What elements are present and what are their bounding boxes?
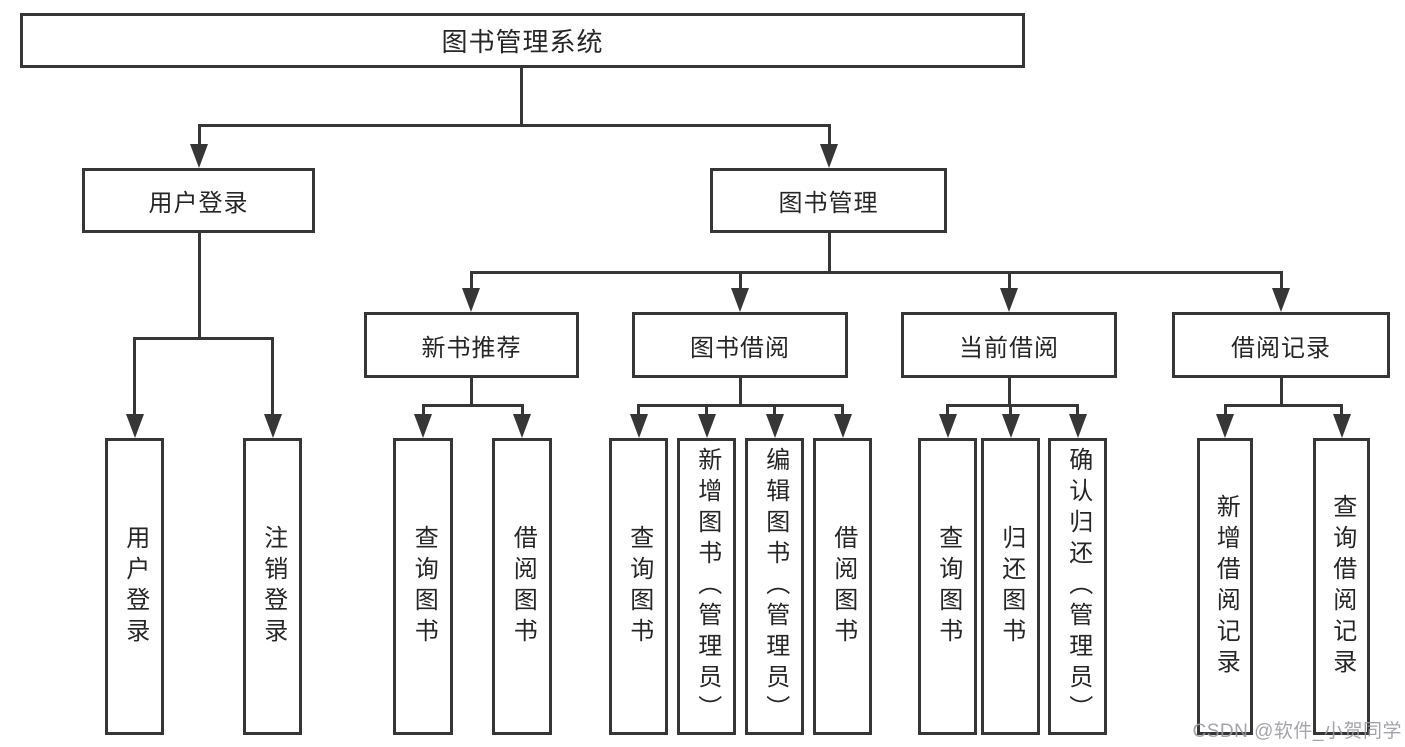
connector xyxy=(469,272,473,290)
node-book-borrowing: 图书借阅 xyxy=(632,312,848,378)
node-label: 新增图书（管理员） xyxy=(693,447,721,726)
arrowhead xyxy=(1001,414,1020,438)
connector xyxy=(827,125,831,145)
arrowhead xyxy=(629,414,648,438)
arrowhead xyxy=(731,288,749,312)
connector xyxy=(421,403,524,407)
leaf-borrow-books-borrow: 借阅图书 xyxy=(813,438,872,735)
node-label: 查询图书 xyxy=(625,524,653,649)
connector xyxy=(197,233,201,339)
node-label: 借阅图书 xyxy=(829,524,857,649)
connector xyxy=(738,272,742,290)
connector xyxy=(520,405,524,416)
connector xyxy=(469,378,473,406)
arrowhead xyxy=(820,144,838,168)
arrowhead xyxy=(765,414,784,438)
connector xyxy=(946,405,949,416)
connector xyxy=(1279,272,1283,290)
node-borrowing-records: 借阅记录 xyxy=(1172,312,1390,378)
arrowhead xyxy=(263,414,282,438)
connector xyxy=(738,378,742,406)
node-label: 当前借阅 xyxy=(959,334,1059,362)
arrowhead xyxy=(125,414,144,438)
connector xyxy=(705,405,708,416)
csdn-watermark: CSDN @软件_小贺同学 xyxy=(1192,721,1402,742)
connector xyxy=(133,336,274,340)
node-user-login: 用户登录 xyxy=(82,168,315,233)
leaf-add-book-admin: 新增图书（管理员） xyxy=(677,438,736,735)
connector xyxy=(271,338,274,416)
leaf-logout-login: 注销登录 xyxy=(243,438,302,735)
node-label: 用户登录 xyxy=(148,190,249,217)
arrowhead xyxy=(1216,414,1234,438)
arrowhead xyxy=(697,414,716,438)
node-label: 图书管理 xyxy=(778,190,879,217)
node-label: 新书推荐 xyxy=(421,334,522,362)
node-label: 查询图书 xyxy=(934,524,962,649)
node-book-management: 图书管理 xyxy=(710,168,947,233)
node-label: 借阅图书 xyxy=(509,524,537,649)
node-label: 确认归还（管理员） xyxy=(1064,447,1092,726)
node-label: 图书借阅 xyxy=(690,334,790,362)
node-library-system: 图书管理系统 xyxy=(20,13,1025,68)
connector xyxy=(1009,405,1012,416)
arrowhead xyxy=(1332,414,1351,438)
leaf-query-books-borrow: 查询图书 xyxy=(609,438,668,735)
connector xyxy=(946,403,1079,407)
leaf-borrow-books-recommend: 借阅图书 xyxy=(492,438,552,735)
node-label: 新增借阅记录 xyxy=(1212,493,1240,680)
node-label: 用户登录 xyxy=(121,524,149,649)
connector xyxy=(1340,405,1343,416)
leaf-user-login: 用户登录 xyxy=(105,438,164,735)
connector xyxy=(773,405,776,416)
connector xyxy=(637,405,640,416)
node-current-borrowing: 当前借阅 xyxy=(901,312,1117,378)
arrowhead xyxy=(1272,288,1290,312)
leaf-return-books: 归还图书 xyxy=(981,438,1040,735)
connector xyxy=(1076,405,1079,416)
connector xyxy=(197,123,831,127)
connector xyxy=(841,405,844,416)
connector xyxy=(1007,272,1011,290)
node-label: 编辑图书（管理员） xyxy=(761,447,789,726)
leaf-add-borrow-record: 新增借阅记录 xyxy=(1197,438,1253,735)
arrowhead xyxy=(414,414,432,438)
leaf-confirm-return-admin: 确认归还（管理员） xyxy=(1048,438,1107,735)
connector xyxy=(1279,378,1283,406)
connector xyxy=(1223,405,1227,416)
leaf-query-books-recommend: 查询图书 xyxy=(393,438,453,735)
node-label: 注销登录 xyxy=(259,524,287,649)
connector xyxy=(637,403,844,407)
connector xyxy=(469,270,1283,274)
connector xyxy=(1007,378,1011,406)
connector xyxy=(519,68,523,127)
leaf-query-books-current: 查询图书 xyxy=(918,438,977,735)
arrowhead xyxy=(513,414,531,438)
arrowhead xyxy=(1000,288,1018,312)
connector xyxy=(133,338,136,416)
arrowhead xyxy=(462,288,480,312)
arrowhead xyxy=(833,414,852,438)
connector xyxy=(421,405,425,416)
connector xyxy=(827,233,831,273)
node-label: 查询借阅记录 xyxy=(1328,493,1356,680)
leaf-query-borrow-record: 查询借阅记录 xyxy=(1313,438,1370,735)
arrowhead xyxy=(1068,414,1087,438)
connector xyxy=(1223,403,1343,407)
connector xyxy=(197,125,201,145)
arrowhead xyxy=(190,144,208,168)
node-label: 借阅记录 xyxy=(1231,334,1331,362)
arrowhead xyxy=(938,414,957,438)
leaf-edit-book-admin: 编辑图书（管理员） xyxy=(745,438,804,735)
node-new-book-recommendation: 新书推荐 xyxy=(364,312,579,378)
node-label: 图书管理系统 xyxy=(441,27,604,57)
node-label: 查询图书 xyxy=(410,524,438,649)
node-label: 归还图书 xyxy=(997,524,1025,649)
